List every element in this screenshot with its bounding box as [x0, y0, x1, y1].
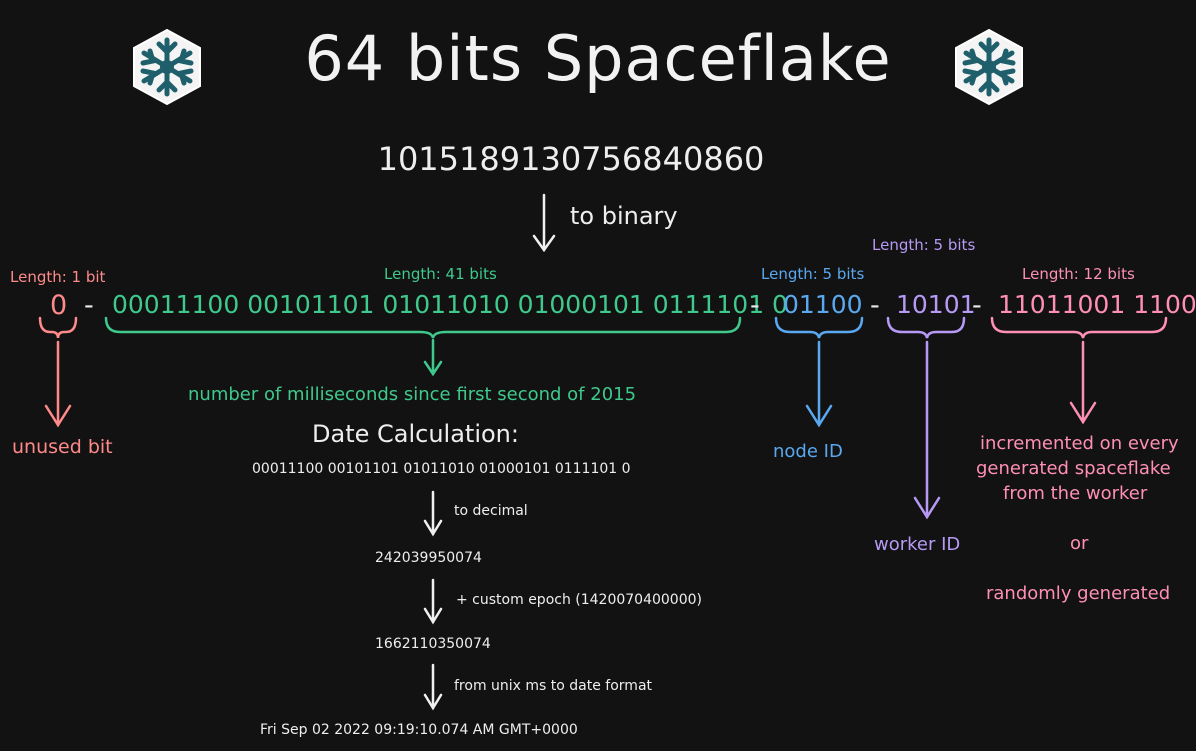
snowflake-icon — [955, 28, 1023, 106]
worker-length-label: Length: 5 bits — [872, 236, 976, 254]
date-calc-title: Date Calculation: — [312, 420, 519, 448]
date-calc-date: Fri Sep 02 2022 09:19:10.074 AM GMT+0000 — [260, 722, 578, 738]
timestamp-bracket — [104, 316, 742, 377]
sequence-or-label: or — [1070, 533, 1089, 554]
node-bits: 01100 — [783, 290, 863, 319]
page-title: 64 bits Spaceflake — [304, 22, 892, 95]
sequence-description-line-3: from the worker — [1003, 483, 1148, 504]
node-bracket — [774, 316, 864, 428]
unused-length-label: Length: 1 bit — [10, 268, 106, 286]
spaceflake-value: 1015189130756840860 — [377, 140, 765, 178]
sequence-bracket — [990, 316, 1168, 425]
dash-3: - — [870, 290, 880, 321]
timestamp-bits: 00011100 00101101 01011010 01000101 0111… — [112, 290, 788, 319]
snowflake-icon — [133, 28, 201, 106]
node-length-label: Length: 5 bits — [761, 265, 865, 283]
timestamp-description: number of milliseconds since first secon… — [188, 384, 637, 405]
unused-bracket — [38, 316, 78, 428]
date-calc-binary: 00011100 00101101 01011010 01000101 0111… — [252, 461, 631, 477]
dash-4: - — [972, 290, 982, 321]
sequence-alt-description: randomly generated — [986, 583, 1171, 604]
unused-bits: 0 — [50, 290, 68, 321]
sequence-bits: 11011001 1100 — [998, 290, 1196, 319]
sequence-length-label: Length: 12 bits — [1022, 265, 1135, 283]
node-description: node ID — [773, 441, 843, 462]
date-calc-decimal: 242039950074 — [375, 550, 482, 566]
to-binary-arrow — [532, 193, 556, 253]
snowflake-icon-right — [950, 28, 1028, 106]
date-calc-step-2: + custom epoch (1420070400000) — [456, 592, 702, 608]
dash-2: - — [750, 290, 760, 321]
date-calc-step-3: from unix ms to date format — [454, 678, 653, 694]
date-calc-arrows — [423, 490, 443, 711]
snowflake-icon-left — [128, 28, 206, 106]
worker-bits: 10101 — [896, 290, 976, 319]
sequence-description-line-1: incremented on every — [980, 433, 1179, 454]
sequence-description-line-2: generated spaceflake — [976, 458, 1171, 479]
to-binary-label: to binary — [570, 202, 678, 230]
worker-description: worker ID — [874, 534, 961, 555]
worker-bracket — [886, 316, 966, 520]
date-calc-step-1: to decimal — [454, 503, 528, 519]
timestamp-length-label: Length: 41 bits — [384, 265, 497, 283]
dash-1: - — [84, 290, 94, 321]
unused-description: unused bit — [12, 436, 113, 458]
date-calc-unix-ms: 1662110350074 — [375, 636, 491, 652]
